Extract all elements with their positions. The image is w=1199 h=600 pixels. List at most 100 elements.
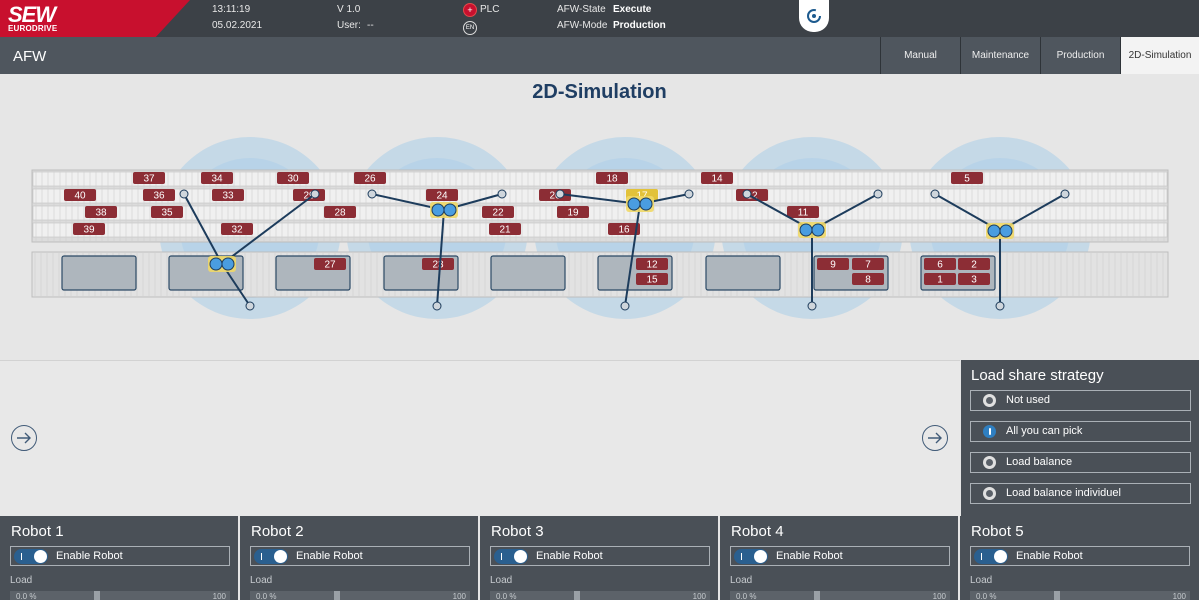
robot-panel-2: Robot 2 Enable Robot Load 0.0 % 100: [240, 516, 478, 600]
conveyor-item-label: 29: [303, 191, 315, 202]
load-slider-handle[interactable]: [574, 591, 580, 600]
conveyor-item: 38: [85, 206, 117, 219]
tab-2d-simulation[interactable]: 2D-Simulation: [1120, 37, 1199, 74]
conveyor-item: 34: [201, 172, 233, 185]
robot-panel-4: Robot 4 Enable Robot Load 0.0 % 100: [720, 516, 958, 600]
robot-arm: [179, 189, 320, 311]
load-slider[interactable]: 0.0 % 100: [10, 591, 230, 600]
tray-item-box: [636, 273, 668, 285]
tray-item-box: [636, 258, 668, 270]
tray-item: 27: [314, 258, 346, 271]
simulation-canvas: 3734302618145403633292420171238352822191…: [0, 120, 1199, 360]
tab-manual[interactable]: Manual: [880, 37, 960, 74]
conveyor-item-label: 21: [499, 225, 511, 236]
load-slider[interactable]: 0.0 % 100: [730, 591, 950, 600]
language-icon[interactable]: EN: [463, 21, 477, 35]
robot-arm-joint: [1060, 189, 1070, 199]
robot-title: Robot 2: [251, 523, 304, 540]
load-slider[interactable]: 0.0 % 100: [490, 591, 710, 600]
arrow-right-icon: [17, 432, 31, 444]
tray-item-box: [958, 273, 990, 285]
enable-robot-toggle[interactable]: Enable Robot: [730, 546, 950, 566]
conveyor-item: 32: [221, 223, 253, 236]
conveyor-item: 11: [787, 206, 819, 219]
toggle-switch[interactable]: [14, 549, 48, 564]
tab-production[interactable]: Production: [1040, 37, 1120, 74]
load-slider-handle[interactable]: [94, 591, 100, 600]
gripper-cup: [811, 223, 825, 237]
conveyor-item: 18: [596, 172, 628, 185]
conveyor-item-label: 5: [964, 174, 970, 185]
arrow-right-icon: [928, 432, 942, 444]
load-max: 100: [212, 592, 226, 600]
user-value: --: [367, 20, 374, 31]
conveyor-item-box: [212, 189, 244, 201]
strategy-option-load-balance[interactable]: Load balance: [970, 452, 1191, 473]
conveyor-item: 36: [143, 189, 175, 202]
enable-robot-label: Enable Robot: [56, 550, 123, 562]
load-label: Load: [10, 575, 33, 586]
afw-mode-value: Production: [613, 20, 666, 31]
load-slider-handle[interactable]: [334, 591, 340, 600]
conveyor-item-box: [701, 172, 733, 184]
robot-arm: [555, 189, 694, 311]
robot-arm-joint: [179, 189, 189, 199]
conveyor-item: 19: [557, 206, 589, 219]
robot-arm: [367, 189, 507, 311]
nav-bar: AFW Manual Maintenance Production 2D-Sim…: [0, 37, 1199, 74]
tray-item-label: 2: [971, 260, 977, 271]
conveyor-item-box: [201, 172, 233, 184]
conveyor-item-box: [951, 172, 983, 184]
conveyor-item-box: [73, 223, 105, 235]
enable-robot-toggle[interactable]: Enable Robot: [490, 546, 710, 566]
robot-arm-joint: [873, 189, 883, 199]
home-button[interactable]: [799, 0, 829, 32]
robot-arm-link: [624, 203, 641, 307]
load-value: 0.0 %: [496, 592, 517, 600]
gripper-cup: [987, 224, 1001, 238]
scroll-right-button[interactable]: [922, 425, 948, 451]
enable-robot-label: Enable Robot: [296, 550, 363, 562]
conveyor-item-label: 11: [798, 208, 809, 219]
conveyor-item-box: [596, 172, 628, 184]
toggle-switch[interactable]: [254, 549, 288, 564]
scroll-left-button[interactable]: [11, 425, 37, 451]
load-label: Load: [730, 575, 753, 586]
conveyor-item-box: [151, 206, 183, 218]
conveyor-item: 39: [73, 223, 105, 236]
tab-maintenance[interactable]: Maintenance: [960, 37, 1040, 74]
robot-panel-5: Robot 5 Enable Robot Load 0.0 % 100: [960, 516, 1199, 600]
tray-item-box: [422, 258, 454, 270]
tray: [61, 255, 137, 291]
tray-item: 2: [958, 258, 990, 271]
robot-title: Robot 5: [971, 523, 1024, 540]
radio-icon: [983, 394, 996, 407]
toggle-switch[interactable]: [494, 549, 528, 564]
toggle-switch[interactable]: [974, 549, 1008, 564]
toggle-switch[interactable]: [734, 549, 768, 564]
enable-robot-toggle[interactable]: Enable Robot: [970, 546, 1190, 566]
load-slider-handle[interactable]: [1054, 591, 1060, 600]
enable-robot-toggle[interactable]: Enable Robot: [10, 546, 230, 566]
conveyor-item: 16: [608, 223, 640, 236]
strategy-option-label: Load balance individuel: [1006, 487, 1121, 499]
enable-robot-label: Enable Robot: [536, 550, 603, 562]
tray-item: 6: [924, 258, 956, 271]
tray-item-box: [924, 258, 956, 270]
strategy-option-not-used[interactable]: Not used: [970, 390, 1191, 411]
load-slider[interactable]: 0.0 % 100: [970, 591, 1190, 600]
conveyor-item-label: 18: [606, 174, 618, 185]
load-slider[interactable]: 0.0 % 100: [250, 591, 470, 600]
version-label: V 1.0: [337, 4, 361, 15]
conveyor-item: 12: [736, 189, 768, 202]
load-slider-handle[interactable]: [814, 591, 820, 600]
conveyor-item: 37: [133, 172, 165, 185]
strategy-option-load-balance-individuel[interactable]: Load balance individuel: [970, 483, 1191, 504]
strategy-option-all-you-can-pick[interactable]: All you can pick: [970, 421, 1191, 442]
conveyor-item-box: [143, 189, 175, 201]
enable-robot-toggle[interactable]: Enable Robot: [250, 546, 470, 566]
conveyor-item-label: 37: [143, 174, 155, 185]
gripper-cup: [627, 197, 641, 211]
top-bar: SEW EURODRIVE 13:11:19 05.02.2021 V 1.0 …: [0, 0, 1199, 37]
tray-item: 3: [958, 273, 990, 286]
